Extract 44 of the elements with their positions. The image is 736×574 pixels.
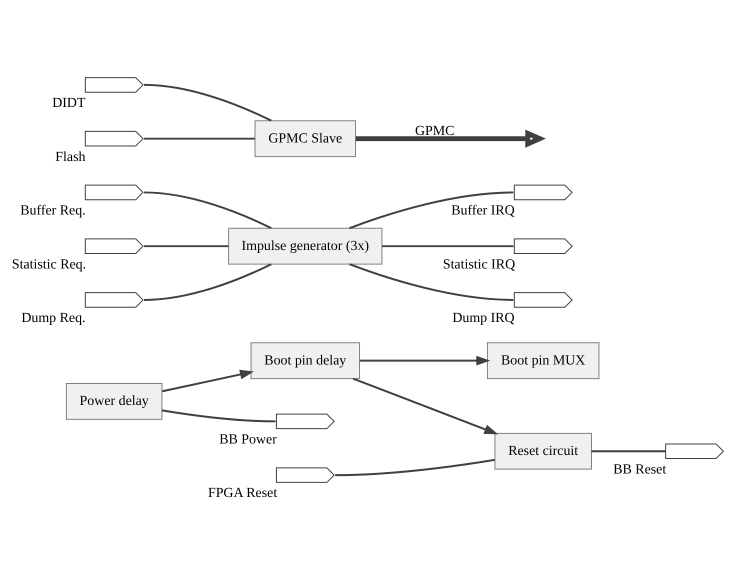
connector <box>335 458 495 476</box>
connector <box>591 450 666 452</box>
node-label: BB Power <box>219 432 277 447</box>
node-label: FPGA Reset <box>208 486 278 501</box>
connector <box>162 408 276 422</box>
node-pentagon <box>84 130 144 146</box>
connector <box>349 190 514 229</box>
node-box: Power delay <box>66 382 162 420</box>
node-pentagon <box>84 76 144 92</box>
node-pentagon <box>276 466 335 482</box>
node-pentagon <box>514 184 573 200</box>
node-label: Buffer Req. <box>20 203 86 218</box>
node-box: Reset circuit <box>494 432 592 470</box>
arrow <box>162 369 254 392</box>
node-pentagon <box>84 238 144 254</box>
node-label: Dump Req. <box>21 310 86 326</box>
node-box: GPMC Slave <box>254 120 356 157</box>
node-box: Boot pin MUX <box>486 342 600 379</box>
connector <box>144 244 228 247</box>
node-label: DIDT <box>52 96 86 111</box>
node-pentagon <box>84 184 144 200</box>
node-box: Boot pin delay <box>250 342 360 379</box>
node-pentagon <box>84 292 144 308</box>
node-pentagon <box>514 292 573 308</box>
arrow <box>356 129 546 148</box>
node-pentagon <box>665 442 724 459</box>
node-label: Dump IRQ <box>452 310 515 326</box>
node-label: Statistic Req. <box>12 256 86 272</box>
arrow <box>360 355 490 366</box>
node-label: Buffer IRQ <box>451 203 515 218</box>
node-label: Flash <box>55 149 86 164</box>
connector <box>349 262 514 300</box>
edge-label: GPMC <box>414 123 454 138</box>
node-pentagon <box>514 238 573 254</box>
node-pentagon <box>276 413 335 429</box>
node-box: Impulse generator (3x) <box>228 227 382 264</box>
connector <box>144 83 272 122</box>
connector <box>144 190 272 229</box>
node-label: Statistic IRQ <box>442 256 516 272</box>
connector <box>144 262 272 300</box>
arrow <box>352 377 498 434</box>
node-label: BB Reset <box>613 462 666 477</box>
connector <box>382 244 514 247</box>
connector <box>144 137 255 140</box>
